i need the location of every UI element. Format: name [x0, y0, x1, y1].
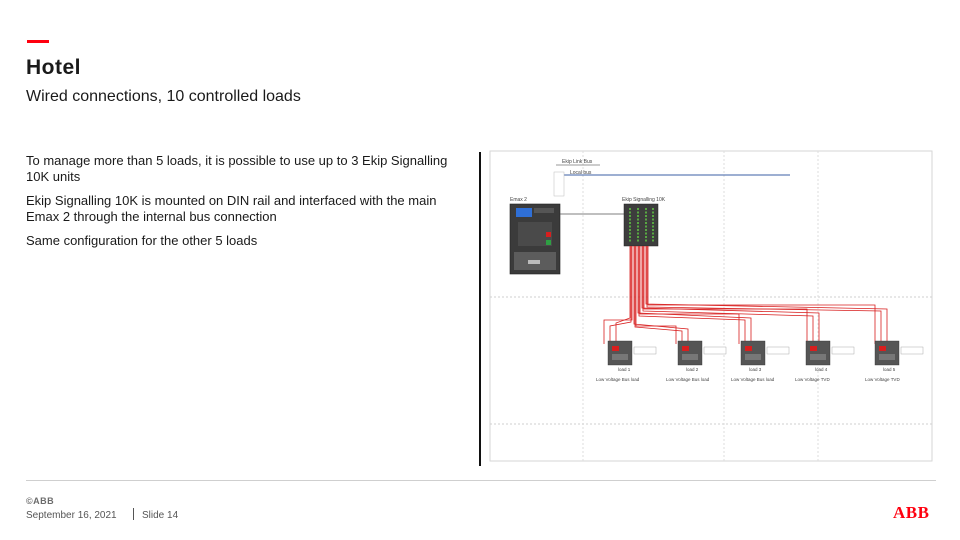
load-3-caption: Low Voltage Bus load — [731, 377, 775, 382]
paragraph-3: Same configuration for the other 5 loads — [26, 233, 258, 248]
svg-text:load 3: load 3 — [749, 367, 762, 372]
slide-title: Hotel — [26, 56, 81, 79]
slide-subtitle: Wired connections, 10 controlled loads — [26, 88, 301, 105]
wiring-diagram: Ekip Link Bus Local bus Emax 2 Ekip Sign… — [489, 150, 933, 462]
divider-line — [479, 152, 481, 466]
load-2-caption: Low Voltage Bus load — [666, 377, 710, 382]
breaker-label: Emax 2 — [510, 197, 527, 203]
module-label: Ekip Signalling 10K — [622, 197, 666, 203]
load-2: load 2 Low Voltage Bus load — [666, 340, 727, 382]
svg-text:load 4: load 4 — [815, 367, 828, 372]
paragraph-1: To manage more than 5 loads, it is possi… — [26, 153, 448, 184]
footer-divider — [26, 480, 936, 481]
paragraph-2: Ekip Signalling 10K is mounted on DIN ra… — [26, 193, 437, 224]
footer-separator — [133, 508, 134, 520]
top-label-2: Local bus — [570, 170, 592, 176]
ekip-signalling-module — [623, 203, 659, 247]
main-breaker — [509, 203, 561, 275]
load-5: load 5 Low Voltage TVD — [865, 340, 924, 382]
diagram-frame — [489, 150, 933, 462]
top-label-1: Ekip Link Bus — [562, 159, 593, 165]
svg-text:load 5: load 5 — [883, 367, 896, 372]
footer-slide-number: Slide 14 — [142, 510, 179, 521]
load-5-caption: Low Voltage TVD — [865, 377, 900, 382]
load-1-caption: Low Voltage Bus load — [596, 377, 640, 382]
svg-text:load 1: load 1 — [618, 367, 631, 372]
title-accent-bar — [27, 40, 49, 43]
load-4-caption: Low Voltage TVD — [795, 377, 830, 382]
load-4: load 4 Low Voltage TVD — [795, 340, 855, 382]
load-3: load 3 Low Voltage Bus load — [731, 340, 790, 382]
footer-copyright: ©ABB — [26, 496, 55, 506]
svg-text:load 2: load 2 — [686, 367, 699, 372]
connector-terminal — [553, 171, 565, 197]
load-1: load 1 Low Voltage Bus load — [596, 340, 657, 382]
footer-date: September 16, 2021 — [26, 510, 117, 521]
control-wires — [603, 246, 888, 344]
abb-logo: ABB — [893, 503, 930, 522]
